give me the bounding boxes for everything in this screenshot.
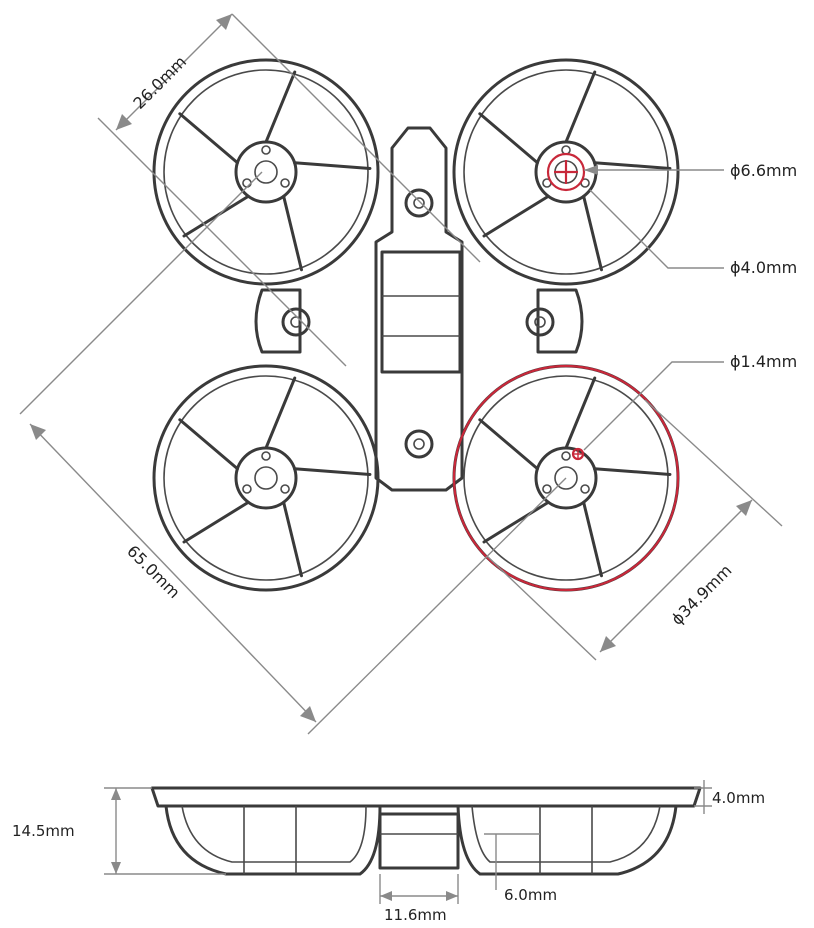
mount-hole (580, 484, 590, 494)
screw-top (404, 188, 434, 218)
duct-spoke (182, 500, 250, 544)
dim-label-14-5mm: 14.5mm (12, 822, 75, 840)
duct-spoke (293, 467, 372, 476)
side-dimension-lines (104, 780, 712, 904)
duct-spoke (178, 418, 239, 471)
duct-rear-left (152, 364, 380, 592)
duct-spoke (564, 376, 597, 450)
right-bracket (536, 288, 584, 354)
duct-spoke (182, 194, 250, 238)
duct-spoke (593, 467, 672, 476)
battery-slot (380, 250, 462, 374)
screw-bottom (404, 429, 434, 459)
duct-spoke (264, 70, 297, 144)
mount-hole (280, 484, 290, 494)
frame-top-view (254, 126, 584, 492)
mount-hole (561, 451, 571, 461)
mount-hole (242, 484, 252, 494)
screw-right (525, 307, 555, 337)
mount-hole (242, 178, 252, 188)
duct-front-left (152, 58, 380, 286)
duct-spoke (264, 376, 297, 450)
duct-spoke (178, 112, 239, 165)
duct-spoke (478, 112, 539, 165)
dim-label-6-6mm: ϕ6.6mm (730, 161, 797, 180)
duct-spoke (282, 500, 303, 578)
mount-hole (261, 145, 271, 155)
mount-hole (280, 178, 290, 188)
dim-label-34-9mm: ϕ34.9mm (667, 561, 735, 629)
duct-spoke (593, 161, 672, 170)
duct-spoke (478, 418, 539, 471)
mount-hole (261, 451, 271, 461)
duct-highlight-circle (452, 364, 680, 592)
central-body (374, 126, 464, 492)
left-bracket (254, 288, 302, 354)
dim-label-11-6mm: 11.6mm (384, 906, 447, 924)
dim-label-26mm: 26.0mm (129, 52, 190, 113)
frame-side-view (150, 786, 702, 876)
dim-label-1-4mm: ϕ1.4mm (730, 352, 797, 371)
dim-label-4-0mm-top: 4.0mm (712, 789, 765, 807)
duct-spoke (293, 161, 372, 170)
duct-spoke (582, 194, 603, 272)
duct-spoke (564, 70, 597, 144)
mount-hole (542, 484, 552, 494)
duct-front-right (452, 58, 680, 286)
duct-spoke (282, 194, 303, 272)
mount-hole (561, 145, 571, 155)
dim-label-65mm: 65.0mm (123, 541, 184, 602)
dim-label-6-0mm: 6.0mm (504, 886, 557, 904)
motor-hole-highlight (546, 152, 586, 192)
duct-spoke (582, 500, 603, 578)
screw-left (281, 307, 311, 337)
duct-spoke (482, 500, 550, 544)
duct-spoke (482, 194, 550, 238)
ducts (152, 58, 680, 592)
dim-label-4-0mm-hole: ϕ4.0mm (730, 258, 797, 277)
dimension-lines (19, 13, 783, 735)
